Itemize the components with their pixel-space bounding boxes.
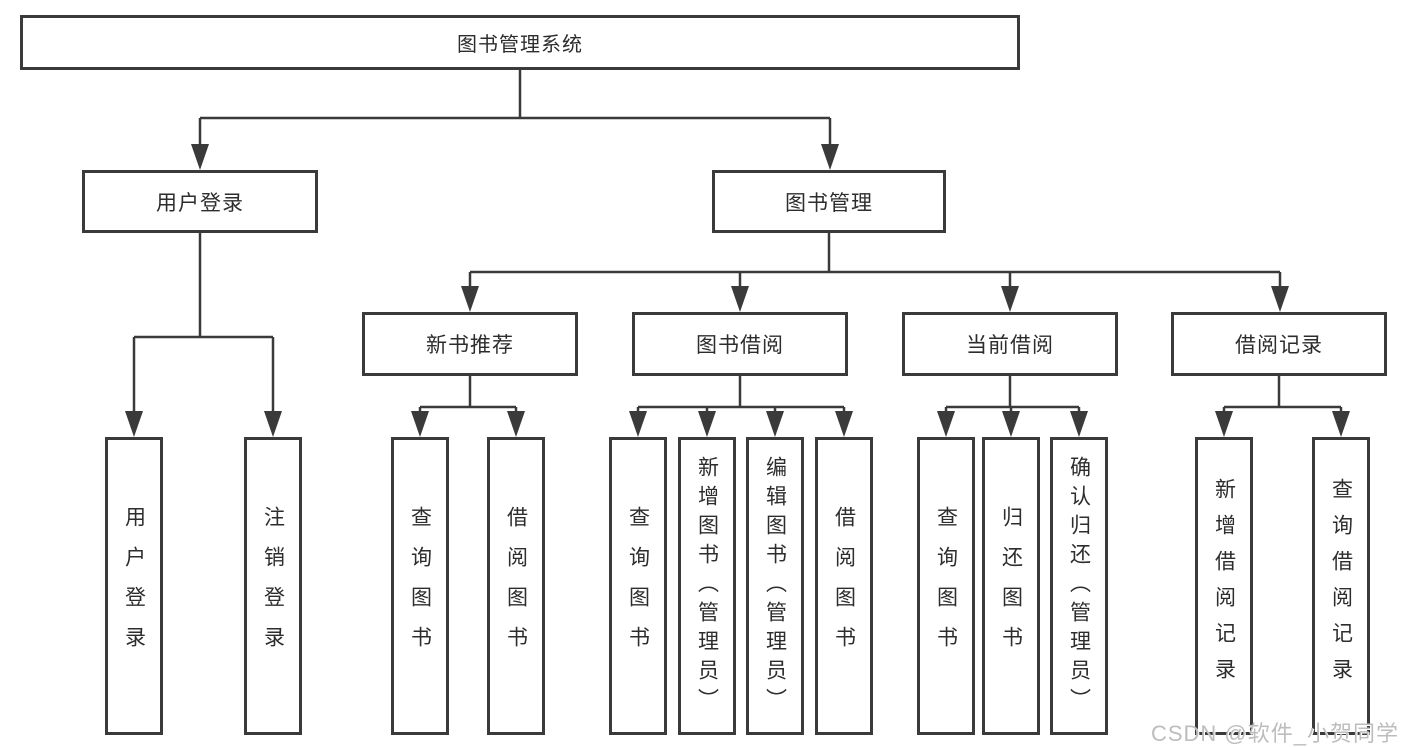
leaf-borrow-books-label: 借阅图书 xyxy=(832,506,856,666)
leaf-confirm-return-admin-label: 确认归还（管理员） xyxy=(1067,455,1091,717)
node-user-login-label: 用户登录 xyxy=(156,191,244,215)
leaf-return-book: 归还图书 xyxy=(982,437,1040,735)
leaf-user-login: 用户登录 xyxy=(105,437,163,735)
leaf-add-book-admin: 新增图书（管理员） xyxy=(678,437,736,735)
leaf-borrow-books-recommend: 借阅图书 xyxy=(487,437,545,735)
leaf-query-books-recommend-label: 查询图书 xyxy=(408,506,432,666)
node-book-management: 图书管理 xyxy=(712,170,946,233)
node-new-book-recommend-label: 新书推荐 xyxy=(426,334,514,357)
node-borrow-records: 借阅记录 xyxy=(1171,312,1387,376)
leaf-return-book-label: 归还图书 xyxy=(999,506,1023,666)
node-current-borrow-label: 当前借阅 xyxy=(966,334,1054,357)
node-user-login: 用户登录 xyxy=(82,170,318,233)
leaf-logout-label: 注销登录 xyxy=(261,506,285,666)
leaf-query-books-current-label: 查询图书 xyxy=(934,506,958,666)
leaf-query-books-borrow-label: 查询图书 xyxy=(626,506,650,666)
leaf-query-books-current: 查询图书 xyxy=(917,437,975,735)
leaf-query-books-borrow: 查询图书 xyxy=(609,437,667,735)
leaf-query-books-recommend: 查询图书 xyxy=(391,437,449,735)
node-current-borrow: 当前借阅 xyxy=(902,312,1118,376)
node-book-management-label: 图书管理 xyxy=(785,191,873,215)
node-borrow-records-label: 借阅记录 xyxy=(1235,334,1323,357)
node-book-borrow: 图书借阅 xyxy=(632,312,848,376)
node-root-label: 图书管理系统 xyxy=(457,34,583,56)
leaf-user-login-label: 用户登录 xyxy=(122,506,146,666)
leaf-confirm-return-admin: 确认归还（管理员） xyxy=(1050,437,1108,735)
leaf-edit-book-admin: 编辑图书（管理员） xyxy=(746,437,804,735)
node-book-borrow-label: 图书借阅 xyxy=(696,334,784,357)
csdn-watermark: CSDN @软件_小贺同学 xyxy=(1150,721,1399,746)
node-root: 图书管理系统 xyxy=(20,15,1020,70)
leaf-query-borrow-record-label: 查询借阅记录 xyxy=(1329,478,1353,694)
node-new-book-recommend: 新书推荐 xyxy=(362,312,578,376)
leaf-borrow-books: 借阅图书 xyxy=(815,437,873,735)
leaf-query-borrow-record: 查询借阅记录 xyxy=(1312,437,1370,735)
leaf-logout: 注销登录 xyxy=(244,437,302,735)
leaf-add-borrow-record: 新增借阅记录 xyxy=(1195,437,1253,735)
leaf-add-borrow-record-label: 新增借阅记录 xyxy=(1212,478,1236,694)
leaf-add-book-admin-label: 新增图书（管理员） xyxy=(695,455,719,717)
leaf-edit-book-admin-label: 编辑图书（管理员） xyxy=(763,455,787,717)
leaf-borrow-books-recommend-label: 借阅图书 xyxy=(504,506,528,666)
arrowheads xyxy=(125,144,1350,437)
